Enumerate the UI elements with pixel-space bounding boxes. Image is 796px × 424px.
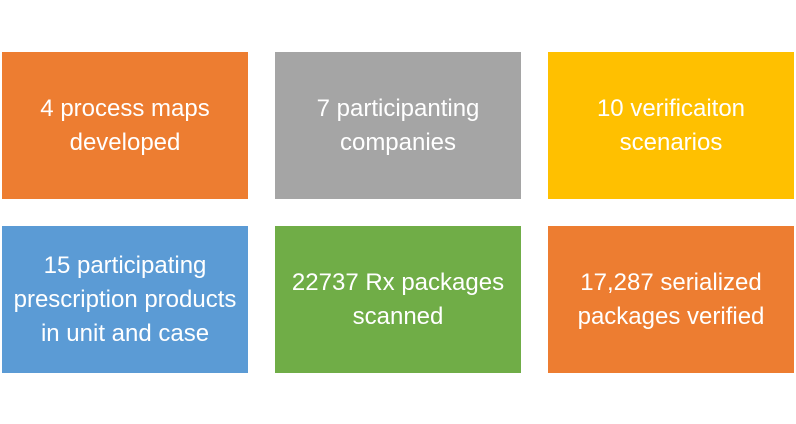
tile-label: 4 process maps developed <box>40 94 210 156</box>
tile-label: 17,287 serialized packages verified <box>577 268 765 330</box>
tile-rx-packages-scanned: 22737 Rx packages scanned <box>275 226 521 373</box>
tile-participating-companies: 7 participanting companies <box>275 52 521 199</box>
tile-process-maps: 4 process maps developed <box>2 52 248 199</box>
tile-serialized-packages-verified: 17,287 serialized packages verified <box>548 226 794 373</box>
tile-label: 15 participating prescription products i… <box>13 251 237 347</box>
tile-label: 22737 Rx packages scanned <box>291 268 505 330</box>
tile-prescription-products: 15 participating prescription products i… <box>2 226 248 373</box>
tile-label: 10 verificaiton scenarios <box>596 94 746 156</box>
tile-verification-scenarios: 10 verificaiton scenarios <box>548 52 794 199</box>
tile-label: 7 participanting companies <box>316 94 480 156</box>
